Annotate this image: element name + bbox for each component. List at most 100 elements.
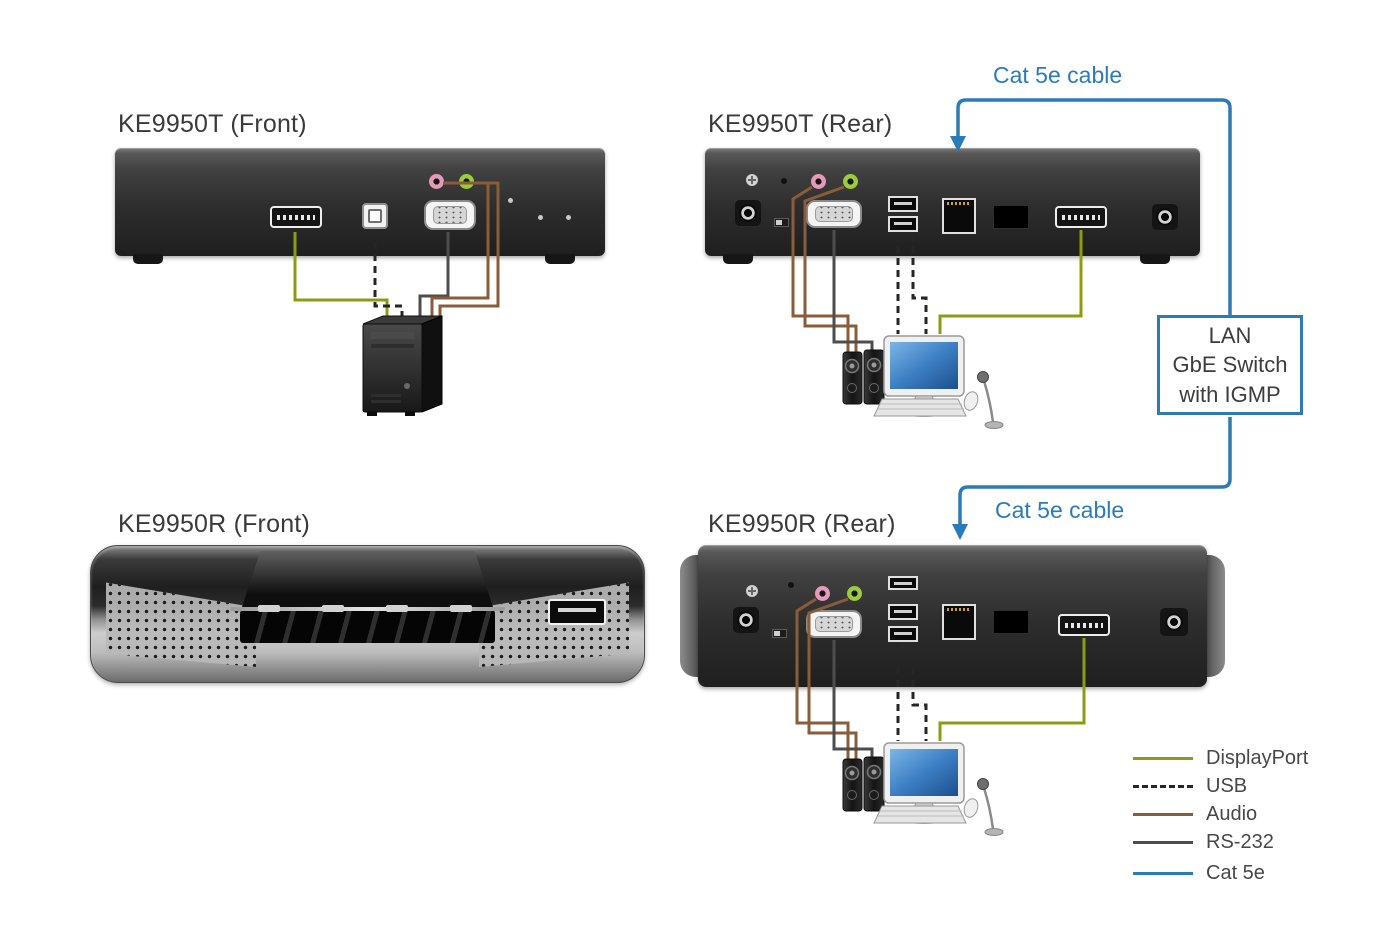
dc-power-jack	[733, 607, 759, 633]
usb-port	[888, 216, 918, 232]
status-led	[538, 215, 543, 220]
front-usb-port	[548, 599, 606, 625]
usb-port	[888, 196, 918, 212]
db9-pins	[815, 616, 853, 632]
dc-pin	[737, 611, 755, 629]
dc-power-jack	[1160, 608, 1188, 636]
usb-port	[888, 576, 918, 590]
legend-row-rs232: RS-232	[1133, 828, 1308, 856]
db9-pins	[815, 206, 853, 222]
dc-power-jack	[735, 200, 761, 226]
legend-label: Audio	[1206, 802, 1258, 825]
dc-pin	[739, 204, 757, 222]
legend-label: RS-232	[1206, 830, 1274, 853]
cat5e-cable-label-bottom: Cat 5e cable	[995, 497, 1125, 523]
audio-speaker-jack	[847, 586, 862, 601]
lan-rj45-port	[942, 198, 976, 234]
legend-row-cat5e: Cat 5e	[1133, 859, 1308, 887]
title-ke9950r-rear: KE9950R (Rear)	[708, 510, 896, 538]
cat5e-line-swatch	[1133, 871, 1193, 875]
audio-speaker-jack	[843, 174, 858, 189]
lan-switch-line1: LAN	[1208, 323, 1252, 349]
dc-pin	[1165, 613, 1183, 631]
displayport-pins	[277, 215, 315, 220]
usb-type-b-port	[362, 203, 388, 229]
status-led	[508, 198, 513, 203]
slat-clip	[450, 605, 472, 612]
power-switch	[772, 629, 787, 638]
dc-pin	[1156, 208, 1174, 226]
audio-mic-jack	[811, 174, 826, 189]
legend: DisplayPort USB Audio RS-232 Cat 5e	[1133, 744, 1308, 887]
displayport-in-port	[270, 206, 322, 228]
rs232-line-swatch	[1133, 840, 1193, 844]
usb-tongue	[894, 222, 912, 225]
option-slot	[993, 205, 1029, 229]
cat5e-cable-label-top: Cat 5e cable	[993, 62, 1123, 88]
vent-slats	[240, 611, 495, 643]
usb-tongue	[894, 632, 912, 635]
bezel-trim	[230, 607, 505, 611]
lan-gbe-switch-box: LAN GbE Switch with IGMP	[1157, 315, 1303, 415]
displayport-pins	[1065, 623, 1103, 628]
legend-row-audio: Audio	[1133, 800, 1308, 828]
usb-port	[888, 626, 918, 642]
rj45-pins	[947, 608, 971, 611]
option-slot	[993, 610, 1029, 634]
device-foot	[1140, 254, 1170, 264]
title-ke9950t-front: KE9950T (Front)	[118, 110, 307, 138]
reset-button	[781, 178, 787, 184]
switch-nub	[774, 631, 780, 636]
grounding-screw	[746, 585, 758, 597]
legend-row-displayport: DisplayPort	[1133, 744, 1308, 772]
usb-tongue	[558, 608, 596, 612]
audio-mic-jack	[815, 586, 830, 601]
lan-switch-line2: GbE Switch	[1172, 352, 1288, 378]
rj45-pins	[947, 202, 971, 205]
lan-switch-line3: with IGMP	[1179, 381, 1281, 407]
legend-row-usb: USB	[1133, 772, 1308, 800]
audio-line-swatch	[1133, 812, 1193, 816]
legend-label: USB	[1206, 774, 1248, 797]
usb-tongue	[894, 610, 912, 613]
reset-button	[788, 582, 794, 588]
usb-tongue	[894, 582, 912, 585]
workstation-bottom	[841, 741, 1005, 837]
legend-label: Cat 5e	[1206, 861, 1265, 884]
usb-tongue	[894, 202, 912, 205]
db9-pins	[433, 206, 467, 224]
displayport-out-port	[1058, 614, 1110, 636]
device-foot	[133, 254, 163, 264]
rs232-db9-port	[806, 200, 862, 228]
grounding-screw	[746, 174, 758, 186]
ke9950r-rear-device	[680, 545, 1225, 687]
usb-port	[888, 604, 918, 620]
dc-power-jack	[1152, 204, 1178, 230]
slat-clip	[258, 605, 280, 612]
status-led	[566, 215, 571, 220]
audio-speaker-jack	[459, 174, 474, 189]
pc-tower	[362, 315, 443, 416]
legend-label: DisplayPort	[1206, 746, 1309, 769]
displayport-pins	[1062, 215, 1100, 220]
serial-db9-port	[424, 200, 476, 230]
slat-clip	[322, 605, 344, 612]
device-foot	[545, 254, 575, 264]
power-switch	[774, 218, 789, 227]
rear-panel	[680, 545, 1225, 687]
title-ke9950r-front: KE9950R (Front)	[118, 510, 310, 538]
rs232-db9-port	[806, 610, 862, 638]
ke9950t-rear-device	[705, 148, 1200, 264]
cat5e-arrow-bottom	[952, 524, 968, 540]
lan-rj45-port	[942, 604, 976, 640]
workstation	[842, 335, 1004, 429]
title-ke9950t-rear: KE9950T (Rear)	[708, 110, 893, 138]
switch-nub	[776, 220, 782, 225]
device-foot	[723, 254, 753, 264]
usb-type-b-inner	[368, 209, 382, 223]
audio-mic-jack	[429, 174, 444, 189]
slat-clip	[386, 605, 408, 612]
displayport-out-port	[1055, 206, 1107, 228]
ke9950t-front-device	[115, 148, 605, 264]
